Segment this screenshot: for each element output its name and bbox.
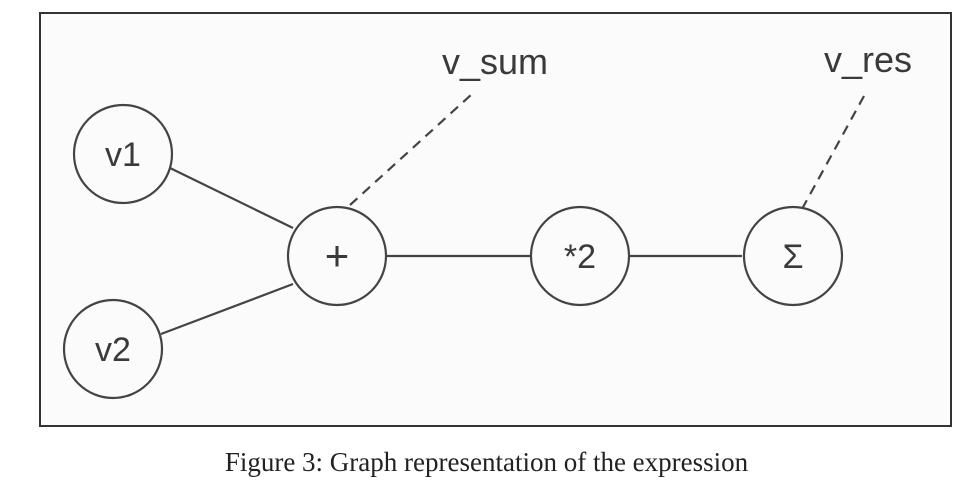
leader-v-sum [349, 93, 473, 206]
node-v1 [72, 103, 174, 205]
node-v2-label: v2 [95, 331, 131, 369]
node-sum [742, 205, 844, 307]
annotation-v-res: v_res [824, 39, 912, 80]
leader-v-res [801, 95, 865, 210]
figure-caption: Figure 3: Graph representation of the ex… [224, 447, 749, 477]
node-sum-label: Σ [782, 238, 803, 276]
node-times2 [529, 205, 631, 307]
node-v1-label: v1 [105, 136, 141, 174]
annotation-v-sum: v_sum [442, 41, 548, 82]
graph-diagram: v1 v2 + *2 Σ v_sum v_res [39, 12, 952, 427]
node-plus-label: + [325, 232, 350, 279]
edge-v1-plus [169, 167, 294, 229]
node-plus [286, 205, 388, 307]
node-v2 [62, 298, 164, 400]
edge-v2-plus [160, 282, 294, 336]
node-times2-label: *2 [564, 238, 596, 276]
